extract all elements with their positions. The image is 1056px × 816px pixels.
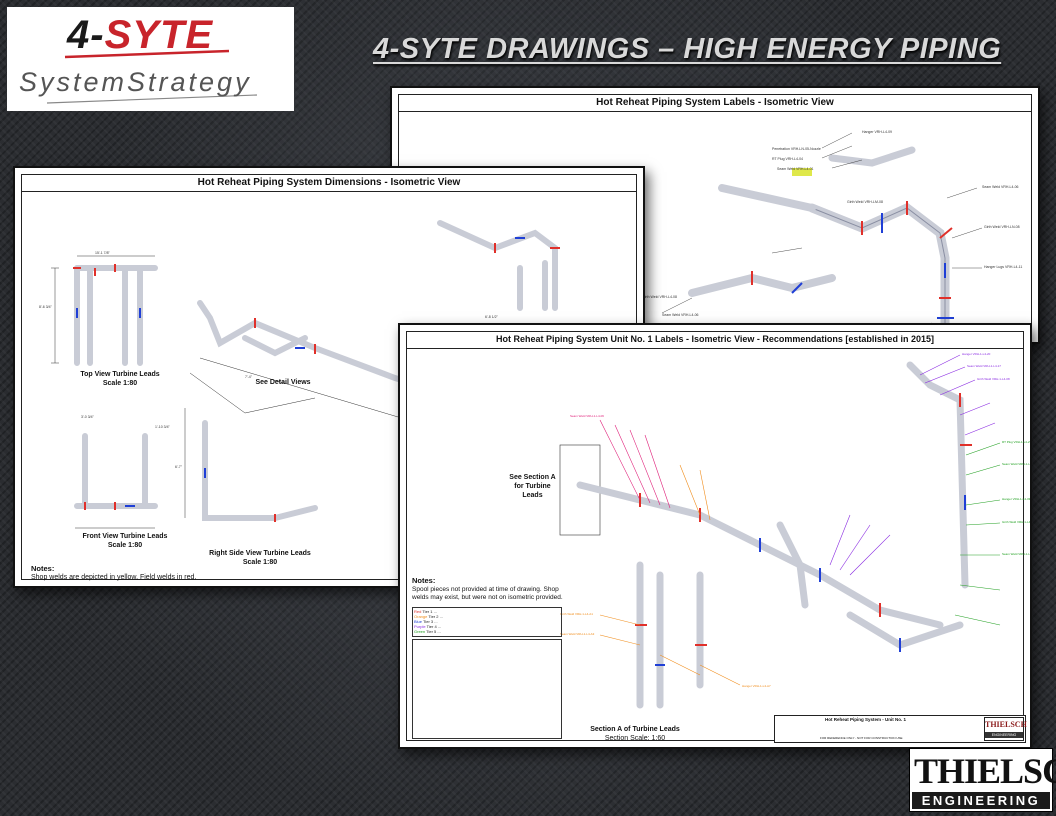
svg-text:Girth Weld VRH-LM-08: Girth Weld VRH-LM-08 xyxy=(847,200,883,204)
svg-text:Hanger VRH-1-L4-A7: Hanger VRH-1-L4-A7 xyxy=(742,684,771,688)
recommendations-sheet-title: Hot Reheat Piping System Unit No. 1 Labe… xyxy=(406,331,1024,349)
recommendations-isometric-drawing: Hanger VRH-1-L4-20 Seam Weld VRH-1-L4-17… xyxy=(559,352,1032,709)
svg-text:7'-4": 7'-4" xyxy=(245,375,253,379)
svg-text:Seam Weld VRH-1-L4-06: Seam Weld VRH-1-L4-06 xyxy=(570,414,604,418)
thielsch-logo: THIELSCH ENGINEERING xyxy=(909,748,1056,812)
svg-text:Seam Weld VRH-1-L4-31: Seam Weld VRH-1-L4-31 xyxy=(1002,462,1032,466)
svg-text:Seam Weld VRH-1-L4-17: Seam Weld VRH-1-L4-17 xyxy=(967,364,1001,368)
svg-text:Seam Weld VRH-1-L4-A3: Seam Weld VRH-1-L4-A3 xyxy=(560,632,595,636)
svg-text:Penetration VRH-LN-05-Nozzle: Penetration VRH-LN-05-Nozzle xyxy=(772,147,821,151)
svg-text:Seam Weld VRH-1-L4-38: Seam Weld VRH-1-L4-38 xyxy=(1002,552,1032,556)
svg-text:Hanger VRH-1-L4-20: Hanger VRH-1-L4-20 xyxy=(962,352,991,356)
dimensions-notes: Notes:Shop welds are depicted in yellow,… xyxy=(31,564,197,582)
dimensions-sheet-title: Hot Reheat Piping System Dimensions - Is… xyxy=(21,174,637,192)
svg-text:Hanger VRH-L4-09: Hanger VRH-L4-09 xyxy=(862,130,892,134)
svg-text:Girth Weld VRH-LN-08: Girth Weld VRH-LN-08 xyxy=(984,225,1020,229)
svg-text:6'-8 1/2": 6'-8 1/2" xyxy=(485,315,499,319)
svg-text:Girth Weld VRH-1-L4-A1: Girth Weld VRH-1-L4-A1 xyxy=(560,612,593,616)
4syte-logo: 4-SYTE SystemStrategy xyxy=(7,7,294,111)
recommendations-tier-legend: Red Tier 1 ... Orange Tier 2 ...Blue Tie… xyxy=(412,607,562,637)
svg-text:6'-7": 6'-7" xyxy=(175,465,183,469)
svg-text:Girth Weld VRH-L4-08: Girth Weld VRH-L4-08 xyxy=(642,295,677,299)
svg-text:Hanger VRH-1-L4-33: Hanger VRH-1-L4-33 xyxy=(1002,497,1031,501)
svg-text:1'-10 3/4": 1'-10 3/4" xyxy=(155,425,171,429)
titleblock-reference: FOR REFERENCE ONLY - NOT FOR CONSTRUCTIO… xyxy=(820,736,903,740)
recommendations-inspection-legend xyxy=(412,639,562,739)
svg-text:RT Plug VRH-L4-04: RT Plug VRH-L4-04 xyxy=(772,157,803,161)
logo-sub-text: SystemStrategy xyxy=(19,67,252,97)
svg-text:15'-1 7/8": 15'-1 7/8" xyxy=(95,251,111,255)
svg-text:Seam Weld VRH-L4-01: Seam Weld VRH-L4-01 xyxy=(777,167,814,171)
titleblock-name: Hot Reheat Piping System - Unit No. 1 xyxy=(825,717,907,722)
labels-sheet-title: Hot Reheat Piping System Labels - Isomet… xyxy=(398,94,1032,112)
svg-text:3'-0 3/4": 3'-0 3/4" xyxy=(81,415,95,419)
svg-text:RT Plug VRH-1-L4-29: RT Plug VRH-1-L4-29 xyxy=(1002,440,1032,444)
recommendations-title-block: Hot Reheat Piping System - Unit No. 1 FO… xyxy=(774,715,1027,743)
logo-main-text: 4-SYTE xyxy=(67,13,214,57)
recommendations-drawing-sheet: Hot Reheat Piping System Unit No. 1 Labe… xyxy=(398,323,1032,749)
svg-text:Hanger Lugs VRH-L4-11: Hanger Lugs VRH-L4-11 xyxy=(984,265,1022,269)
svg-text:Girth Weld VRH-1-L4-08: Girth Weld VRH-1-L4-08 xyxy=(977,377,1010,381)
svg-text:Girth Weld VRH-1-L4-35: Girth Weld VRH-1-L4-35 xyxy=(1002,520,1032,524)
svg-text:Seam Weld VRH-L4-06: Seam Weld VRH-L4-06 xyxy=(662,313,699,317)
detail-views-caption: See Detail Views xyxy=(255,379,311,386)
recommendations-notes: Notes:Spool pieces not provided at time … xyxy=(412,576,563,602)
svg-text:8'-6 3/4": 8'-6 3/4" xyxy=(39,305,53,309)
page-headline: 4-SYTE DRAWINGS – HIGH ENERGY PIPING xyxy=(373,33,1002,65)
thielsch-logo-word: THIELSCH xyxy=(914,751,1056,791)
thielsch-logo-bar: ENGINEERING xyxy=(912,792,1050,809)
see-section-a-caption: See Section A for Turbine Leads xyxy=(509,474,556,499)
titleblock-logo: THIELSCH ENGINEERING xyxy=(984,717,1027,741)
labels-isometric-drawing: Penetration VRH-LN-05-Nozzle RT Plug VRH… xyxy=(642,130,1022,342)
logo-swoosh xyxy=(46,49,258,104)
svg-text:Seam Weld VRH-L4-06: Seam Weld VRH-L4-06 xyxy=(982,185,1019,189)
